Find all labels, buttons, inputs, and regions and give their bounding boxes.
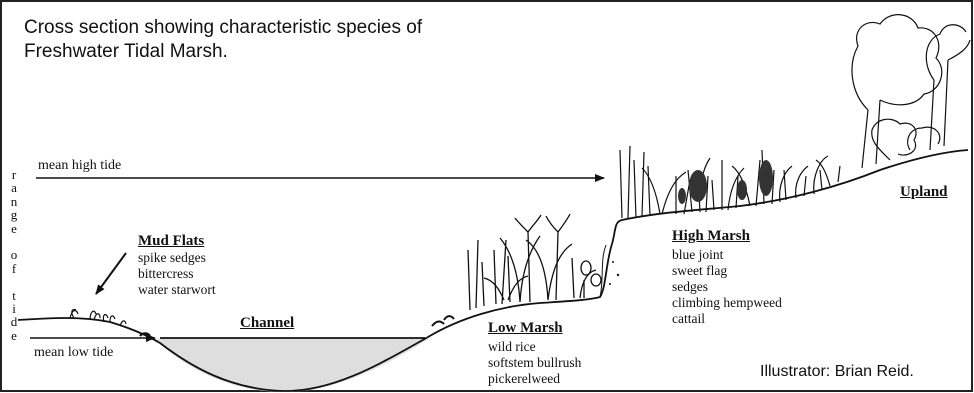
species-item: climbing hempweed bbox=[672, 295, 782, 311]
caption-line-2: Freshwater Tidal Marsh. bbox=[24, 40, 422, 64]
upland-trees bbox=[852, 15, 970, 168]
mean-high-tide-label: mean high tide bbox=[38, 158, 121, 174]
species-item: bittercress bbox=[138, 266, 216, 282]
species-item: sedges bbox=[672, 279, 782, 295]
channel-title: Channel bbox=[240, 315, 294, 332]
high-marsh-species: blue joint sweet flag sedges climbing he… bbox=[672, 247, 782, 327]
species-item: water starwort bbox=[138, 282, 216, 298]
caption-line-1: Cross section showing characteristic spe… bbox=[24, 16, 422, 40]
upland-title: Upland bbox=[900, 184, 948, 201]
species-item: spike sedges bbox=[138, 250, 216, 266]
figure-caption: Cross section showing characteristic spe… bbox=[24, 16, 422, 64]
range-letter: i bbox=[9, 302, 19, 315]
range-letter: o bbox=[9, 248, 19, 261]
mud-flats-title: Mud Flats bbox=[138, 233, 204, 250]
range-letter: d bbox=[9, 315, 19, 328]
low-marsh-vegetation bbox=[468, 214, 601, 310]
low-marsh-species: wild rice softstem bullrush pickerelweed bbox=[488, 339, 581, 387]
mean-low-tide-label: mean low tide bbox=[34, 345, 113, 361]
range-letter: t bbox=[9, 289, 19, 302]
range-letter bbox=[9, 235, 19, 248]
range-letter: r bbox=[9, 168, 19, 181]
low-marsh-title: Low Marsh bbox=[488, 320, 563, 337]
species-item: softstem bullrush bbox=[488, 355, 581, 371]
range-letter: g bbox=[9, 208, 19, 221]
range-letter bbox=[9, 275, 19, 288]
channel-water bbox=[155, 339, 428, 392]
range-letter: a bbox=[9, 181, 19, 194]
species-item: blue joint bbox=[672, 247, 782, 263]
species-item: wild rice bbox=[488, 339, 581, 355]
high-marsh-dark-foliage bbox=[678, 160, 773, 204]
species-item: cattail bbox=[672, 311, 782, 327]
high-marsh-title: High Marsh bbox=[672, 228, 750, 245]
range-letter: f bbox=[9, 262, 19, 275]
species-item: pickerelweed bbox=[488, 371, 581, 387]
range-letter: n bbox=[9, 195, 19, 208]
range-letter: e bbox=[9, 222, 19, 235]
range-letter: e bbox=[9, 329, 19, 342]
bank-texture bbox=[609, 261, 619, 285]
illustrator-credit: Illustrator: Brian Reid. bbox=[760, 363, 914, 381]
mud-flats-species: spike sedges bittercress water starwort bbox=[138, 250, 216, 298]
mudflats-pointer bbox=[96, 253, 126, 294]
species-item: sweet flag bbox=[672, 263, 782, 279]
range-of-tide-label: r a n g e o f t i d e bbox=[9, 168, 19, 342]
